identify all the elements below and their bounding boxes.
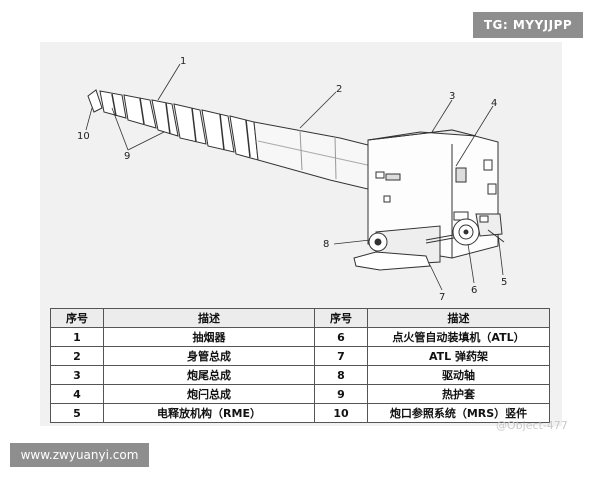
telegram-watermark: TG: MYYJJPP [473, 12, 583, 38]
table-cell: 3 [50, 365, 104, 385]
table-cell: 5 [50, 403, 104, 423]
table-cell: 4 [50, 384, 104, 404]
table-row: 3 炮尾总成 8 驱动轴 [50, 365, 550, 385]
table-cell: 炮闩总成 [103, 384, 315, 404]
header-desc-left: 描述 [103, 308, 315, 328]
table-cell: 热护套 [367, 384, 550, 404]
site-watermark: www.zwyuanyi.com [10, 443, 149, 467]
barrel-muzzle-section [87, 89, 259, 161]
table-cell: 1 [50, 327, 104, 347]
table-row: 1 抽烟器 6 点火管自动装填机（ATL） [50, 327, 550, 347]
callout-1: 1 [180, 56, 187, 67]
leader-lines [85, 63, 504, 291]
table-cell: 点火管自动装填机（ATL） [367, 327, 550, 347]
callout-8: 8 [323, 239, 330, 250]
table-row: 4 炮闩总成 9 热护套 [50, 384, 550, 404]
table-row: 5 电释放机构（RME） 10 炮口参照系统（MRS）竖件 [50, 403, 550, 423]
table-cell: 炮口参照系统（MRS）竖件 [367, 403, 550, 423]
table-cell: 身管总成 [103, 346, 315, 366]
drive-shaft-mechanism [353, 231, 471, 271]
parts-table: 序号 描述 序号 描述 1 抽烟器 6 点火管自动装填机（ATL） 2 身管总成… [50, 308, 550, 423]
table-cell: 电释放机构（RME） [103, 403, 315, 423]
atl-loader [452, 213, 505, 246]
barrel-tube [253, 121, 373, 191]
callout-6: 6 [471, 285, 478, 296]
callout-10: 10 [77, 131, 90, 142]
table-cell: 炮尾总成 [103, 365, 315, 385]
callout-7: 7 [439, 292, 446, 303]
header-no-right: 序号 [314, 308, 368, 328]
table-cell: 10 [314, 403, 368, 423]
breech-block [367, 129, 499, 267]
table-cell: 抽烟器 [103, 327, 315, 347]
header-no-left: 序号 [50, 308, 104, 328]
callout-2: 2 [336, 84, 343, 95]
callout-4: 4 [491, 98, 498, 109]
table-cell: 8 [314, 365, 368, 385]
table-cell: 6 [314, 327, 368, 347]
table-row: 2 身管总成 7 ATL 弹药架 [50, 346, 550, 366]
table-cell: ATL 弹药架 [367, 346, 550, 366]
table-cell: 2 [50, 346, 104, 366]
callout-5: 5 [501, 277, 508, 288]
thermal-sleeve-bands [111, 93, 251, 158]
table-header-row: 序号 描述 序号 描述 [50, 308, 550, 328]
table-cell: 驱动轴 [367, 365, 550, 385]
user-watermark: @Object-477 [496, 419, 568, 432]
callout-9: 9 [124, 151, 131, 162]
header-desc-right: 描述 [367, 308, 550, 328]
table-cell: 7 [314, 346, 368, 366]
table-cell: 9 [314, 384, 368, 404]
callout-3: 3 [449, 91, 456, 102]
